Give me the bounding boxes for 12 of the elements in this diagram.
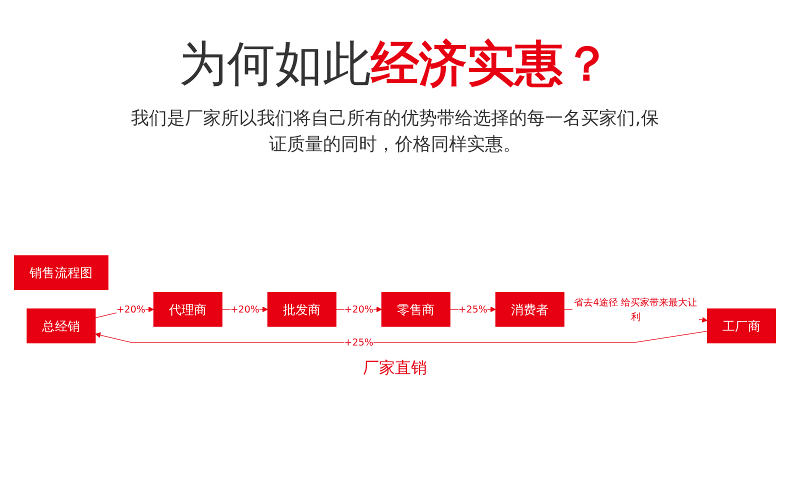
process-box: 批发商 [267,292,336,328]
page-title: 为何如此经济实惠？ [179,36,611,94]
process-box: 总经销 [26,308,96,344]
note-text: 厂家直销 [363,358,427,380]
heading-box: 销售流程图 [14,256,108,291]
process-box: 零售商 [381,292,450,328]
intro-paragraph: 我们是厂家所以我们将自己所有的优势带给选择的每一名买家们,保证质量的同时，价格同样实惠。 [130,106,660,157]
edge-label: 省去4途径 给买家带来最大让利 [572,296,700,324]
process-box: 消费者 [495,292,564,328]
process-box: 代理商 [153,292,222,328]
arrow [95,331,708,344]
process-box: 工厂商 [706,308,776,344]
